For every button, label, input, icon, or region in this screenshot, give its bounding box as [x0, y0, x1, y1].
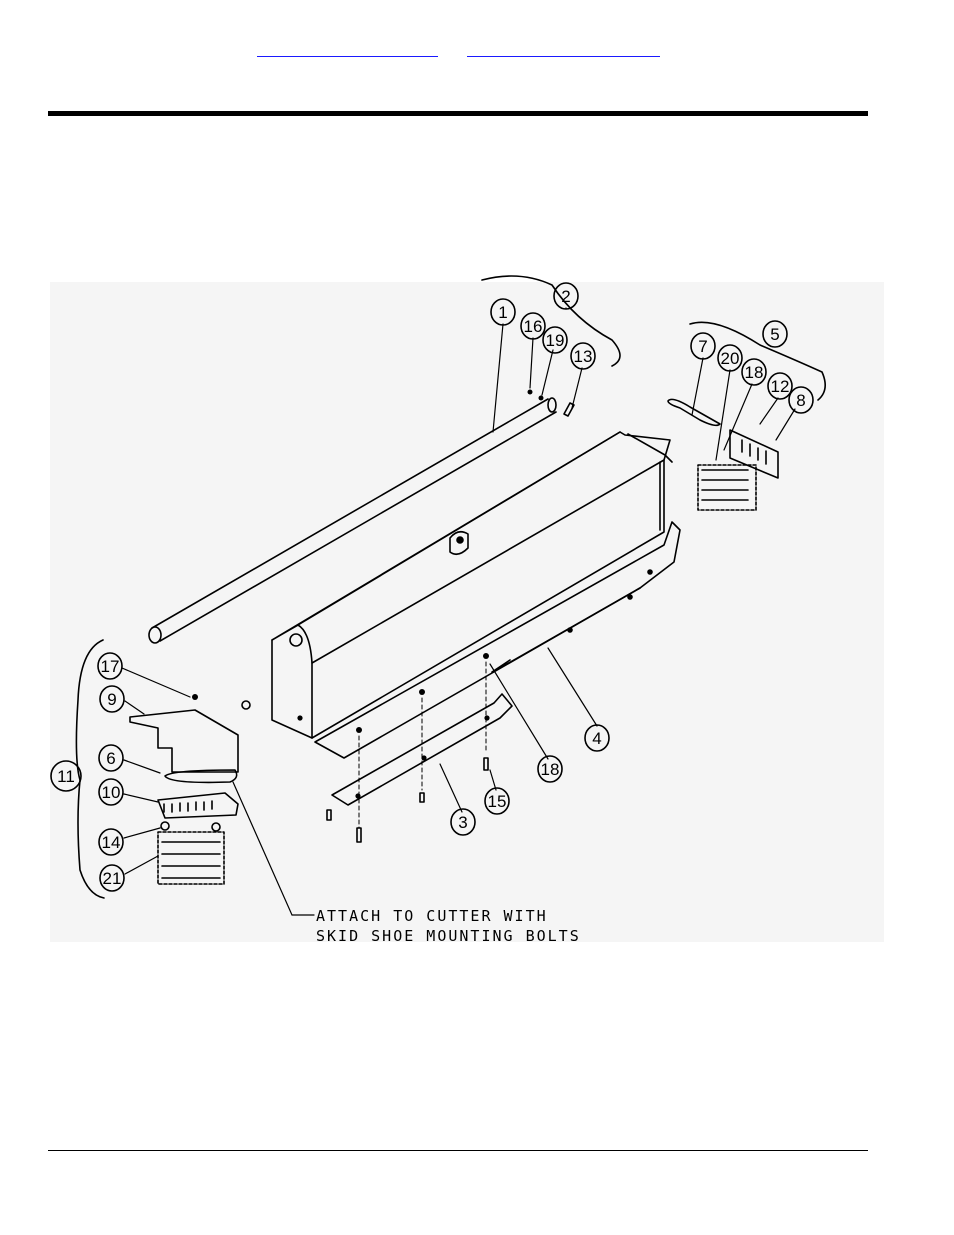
footer-rule: [48, 1150, 868, 1151]
mounting-note-line-1: ATTACH TO CUTTER WITH: [316, 907, 548, 925]
callout-label: 4: [592, 729, 601, 748]
callout-label: 18: [541, 760, 560, 779]
callout-label: 20: [721, 349, 740, 368]
callout-label: 1: [498, 303, 507, 322]
callout-label: 14: [102, 833, 121, 852]
callout-label: 21: [103, 869, 122, 888]
callout-label: 19: [546, 331, 565, 350]
callout-label: 7: [698, 337, 707, 356]
callout-label: 6: [106, 749, 115, 768]
callout-label: 15: [488, 792, 507, 811]
callout-label: 2: [561, 287, 570, 306]
callout-label: 10: [102, 783, 121, 802]
callout-label: 11: [57, 767, 75, 786]
callout-label: 9: [107, 690, 116, 709]
callout-label: 12: [771, 377, 790, 396]
mounting-note-line-2: SKID SHOE MOUNTING BOLTS: [316, 927, 581, 945]
callout-label: 5: [770, 325, 779, 344]
callout-label: 13: [574, 347, 593, 366]
callout-label: 17: [101, 657, 120, 676]
callout-label: 8: [796, 391, 805, 410]
callout-label: 16: [524, 317, 543, 336]
callout-label: 18: [745, 363, 764, 382]
callout-label: 3: [458, 813, 467, 832]
